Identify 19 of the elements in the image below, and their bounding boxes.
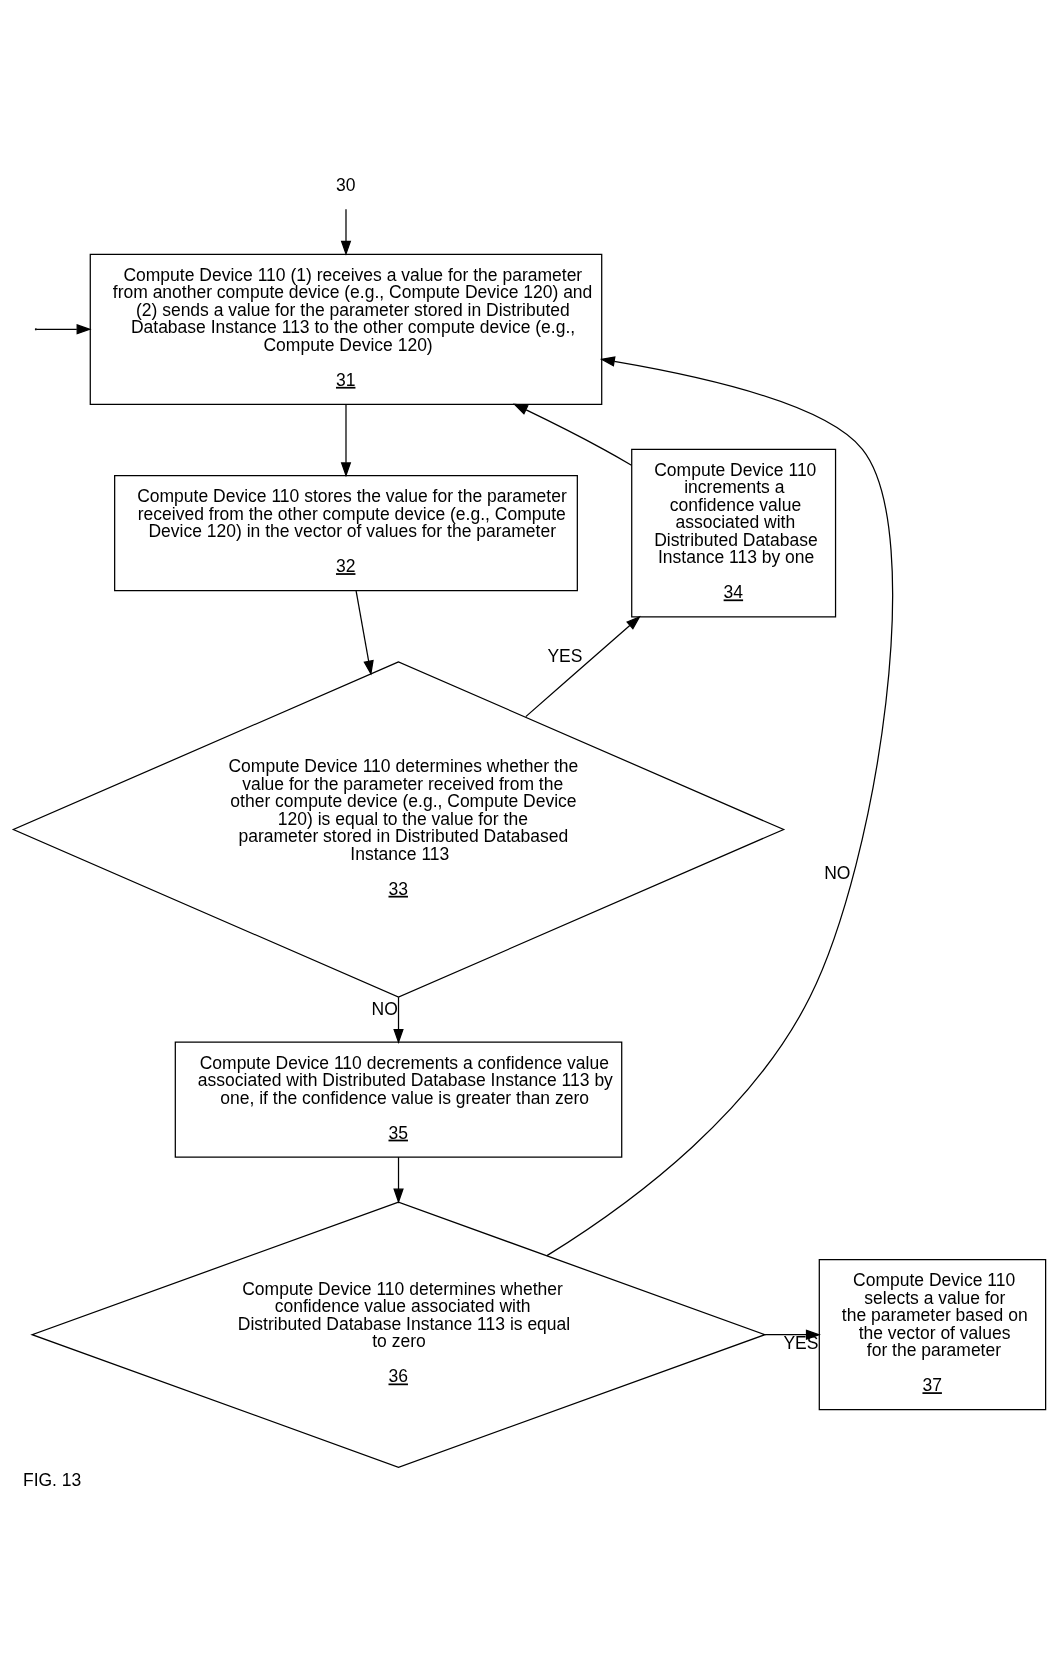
- arrow: [355, 590, 374, 676]
- node-text: 30: [335, 174, 356, 195]
- edge-label: NO: [371, 998, 398, 1019]
- node-box: Compute Device 110 increments a confidence value associated with Distributed Database Instance 113 by one 34: [631, 448, 837, 618]
- node-box: Compute Device 110 decrements a confidence value associated with Distributed Database Instance 113 by one, if the confidence value is greater than zero 35: [174, 1041, 623, 1158]
- node-box: Compute Device 110 (1) receives a value for the parameter from another compute device (e.g., Compute Device 120) and (2) sends a value for the parameter stored in Distributed Database Instance 113 to the other compute device (e.g., Compute Device 120) 31: [89, 253, 603, 405]
- arrow: [525, 615, 641, 718]
- arrow: [512, 403, 633, 466]
- arrow: [35, 324, 92, 335]
- node-box: Compute Device 110 stores the value for the parameter received from the other compute device (e.g., Compute Device 120) in the vector of values for the parameter 32: [114, 475, 578, 592]
- arrow: [546, 356, 894, 1257]
- node-diamond: Compute Device 110 determines whether confidence value associated with Distributed Database Instance 113 is equal to zero 36: [30, 1201, 767, 1468]
- arrow: [340, 208, 352, 256]
- node-box: Compute Device 110 selects a value for the parameter based on the vector of values for the parameter 37: [818, 1259, 1047, 1411]
- arrow: [393, 1156, 404, 1204]
- arrow: [393, 996, 404, 1044]
- caption: FIG. 13: [22, 1470, 82, 1491]
- arrow: [340, 403, 352, 478]
- edge-label: NO: [824, 862, 851, 883]
